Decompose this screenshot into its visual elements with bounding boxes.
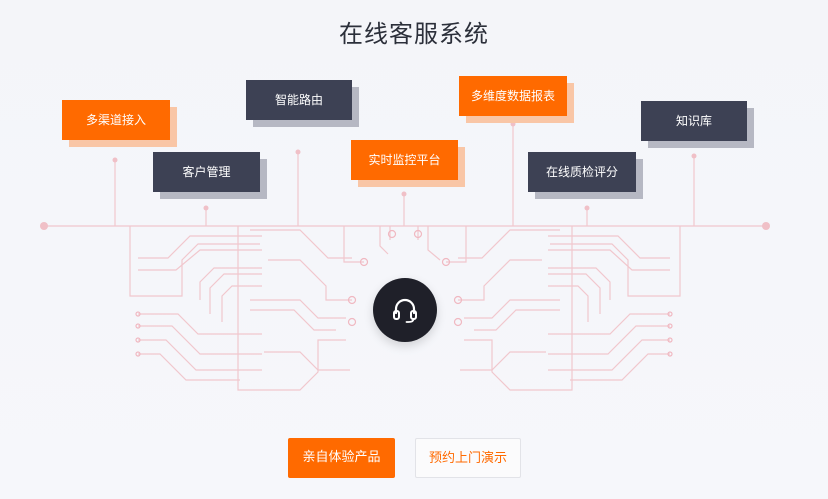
- try-product-button[interactable]: 亲自体验产品: [288, 438, 395, 478]
- service-hub: [373, 278, 437, 342]
- page-title: 在线客服系统: [339, 20, 489, 48]
- feature-quality-score[interactable]: 在线质检评分: [528, 152, 636, 192]
- headset-icon: [393, 298, 417, 323]
- feature-realtime-monitor[interactable]: 实时监控平台: [351, 140, 458, 180]
- feature-smart-routing[interactable]: 智能路由: [246, 80, 352, 120]
- feature-knowledge-base[interactable]: 知识库: [641, 101, 747, 141]
- feature-customer-management[interactable]: 客户管理: [153, 152, 260, 192]
- book-demo-button[interactable]: 预约上门演示: [415, 438, 521, 478]
- feature-multi-channel[interactable]: 多渠道接入: [62, 100, 170, 140]
- feature-multi-report[interactable]: 多维度数据报表: [459, 76, 567, 116]
